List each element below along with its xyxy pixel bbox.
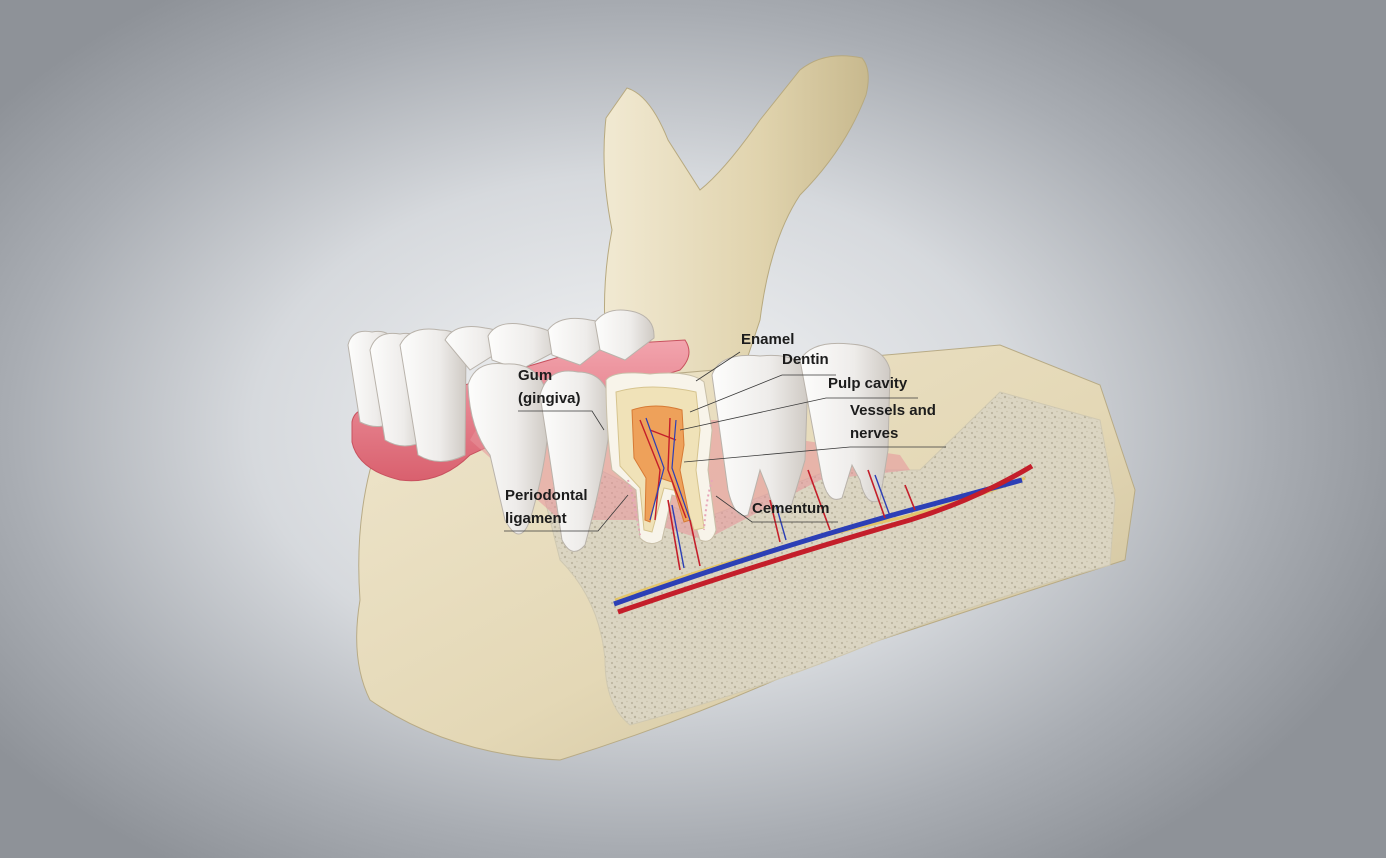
label-pulp-cavity: Pulp cavity [828, 375, 908, 392]
leader-enamel [695, 351, 741, 382]
molar-teeth [711, 342, 891, 517]
label-vessels-and-nerves: Vessels and nerves [850, 399, 936, 445]
label-periodontal-line2: ligament [505, 510, 567, 527]
label-periodontal-line1: Periodontal [505, 487, 588, 504]
back-teeth [347, 309, 655, 462]
leader-periodontal [504, 494, 629, 532]
premolar-teeth [467, 362, 611, 552]
leader-vessels [683, 446, 946, 463]
label-enamel: Enamel [741, 331, 795, 348]
leader-cementum [715, 495, 838, 523]
leader-dentin [689, 374, 836, 413]
leader-gum [518, 410, 605, 431]
label-gum-line1: Gum [518, 367, 553, 384]
label-vessels-line2: nerves [850, 425, 899, 442]
mandible-ramus [603, 55, 869, 381]
sectioned-tooth [605, 372, 717, 544]
leader-pulp [679, 397, 918, 431]
label-cementum: Cementum [752, 500, 830, 517]
artery [617, 463, 1034, 615]
leader-lines [504, 351, 946, 532]
label-periodontal-ligament: Periodontal ligament [505, 484, 588, 530]
label-gum: Gum (gingiva) [518, 364, 581, 410]
label-vessels-line1: Vessels and [850, 402, 936, 419]
vessels-and-nerves [613, 463, 1034, 615]
label-gum-line2: (gingiva) [518, 390, 581, 407]
label-dentin: Dentin [782, 351, 829, 368]
